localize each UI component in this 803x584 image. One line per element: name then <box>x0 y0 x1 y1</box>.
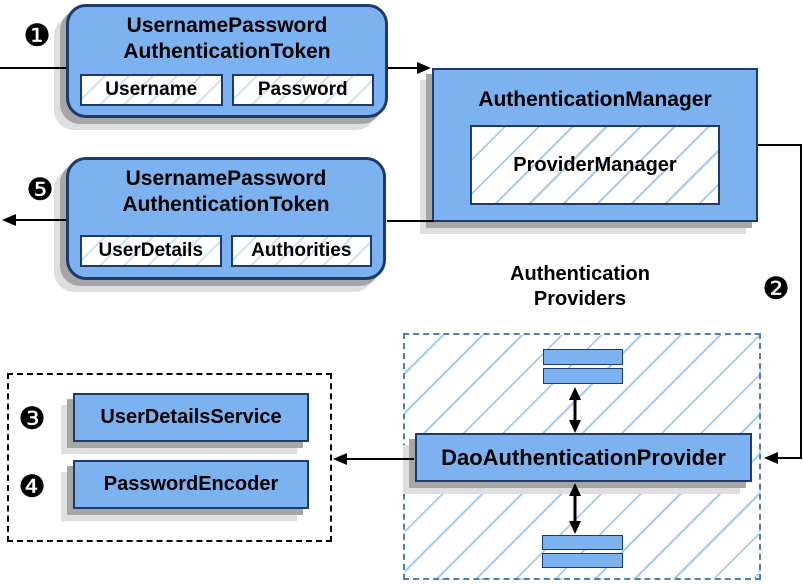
userdetails-field-box: UserDetails <box>80 235 222 267</box>
username-field-box: Username <box>80 74 223 106</box>
request-token-title-line2: AuthenticationToken <box>123 39 331 63</box>
request-token-title: UsernamePassword AuthenticationToken <box>69 7 385 64</box>
dao-authentication-provider-box: DaoAuthenticationProvider <box>415 433 752 482</box>
authentication-manager-title: AuthenticationManager <box>478 88 712 111</box>
authorities-field-box: Authorities <box>230 235 372 267</box>
providers-heading-line2: Providers <box>533 288 627 310</box>
provider-stack-top-rect-2 <box>543 368 623 384</box>
response-token-box: UsernamePassword AuthenticationToken Use… <box>66 157 386 280</box>
step-4-badge: ❹ <box>18 469 46 504</box>
provider-stack-bottom-rect-1 <box>542 535 623 550</box>
provider-stack-top-rect-1 <box>543 349 623 365</box>
response-token-title-line1: UsernamePassword <box>125 167 327 190</box>
providers-heading: Authentication Providers <box>470 262 690 312</box>
request-token-fields: Username Password <box>80 74 374 106</box>
step-3-badge: ❸ <box>18 401 46 436</box>
provider-manager-box: ProviderManager <box>470 125 720 205</box>
dao-authentication-provider-label: DaoAuthenticationProvider <box>441 445 726 470</box>
providers-heading-line1: Authentication <box>510 263 650 285</box>
provider-manager-label: ProviderManager <box>513 154 677 176</box>
password-encoder-box: PasswordEncoder <box>73 460 309 509</box>
provider-stack-bottom-rect-2 <box>542 553 623 568</box>
password-encoder-label: PasswordEncoder <box>103 473 279 495</box>
step-1-badge: ❶ <box>23 18 51 53</box>
response-token-title-line2: AuthenticationToken <box>122 192 330 216</box>
dao-to-services-arrowhead-icon <box>333 453 347 465</box>
token-to-manager-arrowhead-icon <box>417 62 431 74</box>
response-token-title: UsernamePassword AuthenticationToken <box>69 160 383 217</box>
services-group-box <box>7 373 332 542</box>
user-details-service-box: UserDetailsService <box>73 393 309 442</box>
step-5-badge: ❺ <box>26 172 54 207</box>
response-token-fields: UserDetails Authorities <box>80 235 372 267</box>
request-token-title-line1: UsernamePassword <box>126 14 328 37</box>
password-field-box: Password <box>231 74 374 106</box>
response-exit-arrowhead-icon <box>2 214 16 226</box>
user-details-service-label: UserDetailsService <box>100 406 282 428</box>
manager-to-dao-arrowhead-icon <box>764 452 778 464</box>
request-token-box: UsernamePassword AuthenticationToken Use… <box>66 4 388 118</box>
step-2-badge: ❷ <box>762 271 790 306</box>
